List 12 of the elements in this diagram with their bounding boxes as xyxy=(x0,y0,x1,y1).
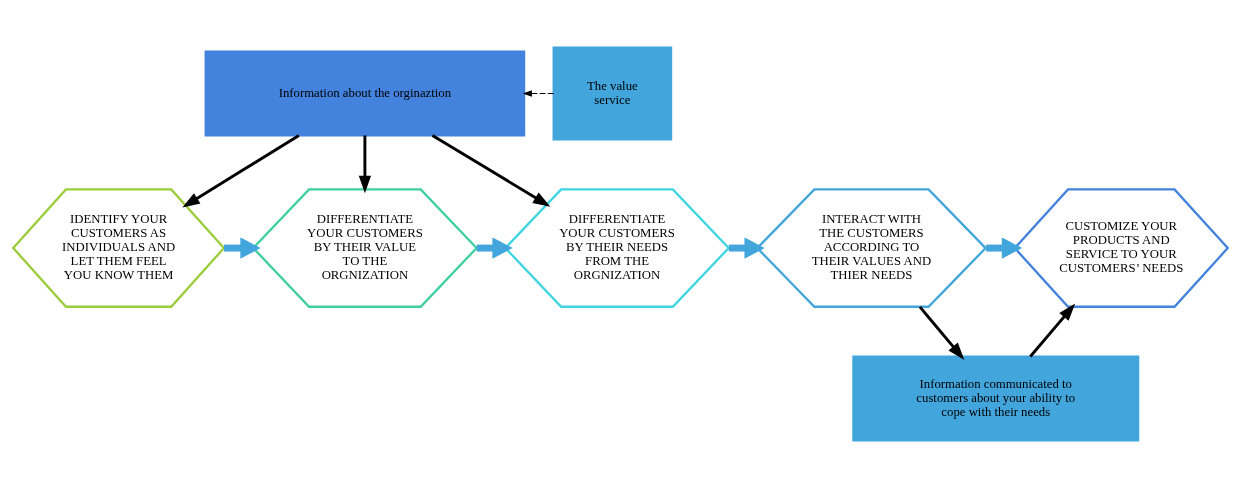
arrow xyxy=(476,236,513,259)
arrow xyxy=(182,133,300,207)
arrow xyxy=(522,89,555,97)
node-box: The value service xyxy=(552,46,673,141)
arrow xyxy=(431,133,551,207)
arrow xyxy=(1029,303,1076,357)
node-box: Information about the orginaztion xyxy=(204,50,526,137)
arrow xyxy=(358,135,371,193)
arrow xyxy=(728,236,765,259)
arrow xyxy=(918,305,965,360)
arrow xyxy=(223,236,261,259)
node-box: Information communicated to customers about your ability to cope with their needs xyxy=(852,355,1140,441)
